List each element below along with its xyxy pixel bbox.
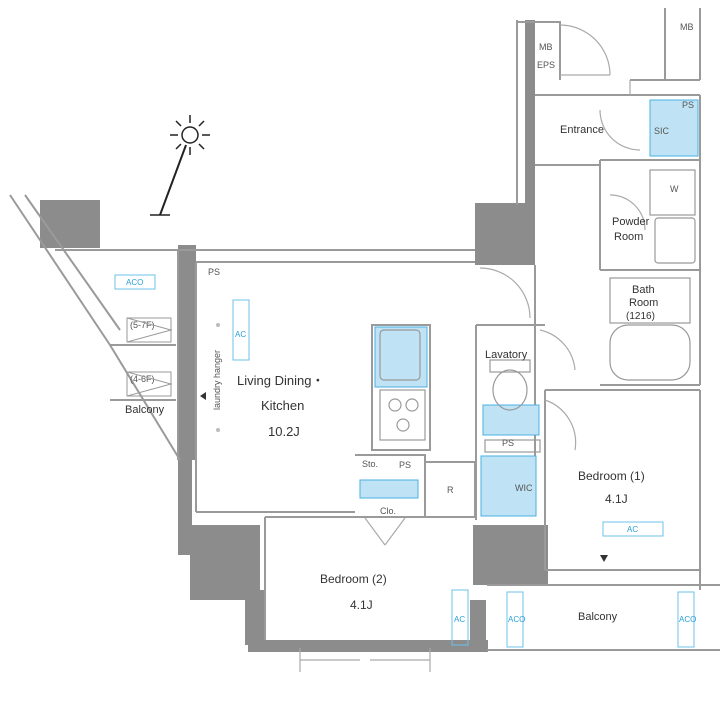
ps-ldk-tag: PS	[208, 267, 220, 277]
bedroom1-label: Bedroom (1)	[578, 469, 645, 483]
wic-closet	[480, 455, 537, 517]
bath-room-label-line1: Bath	[632, 284, 655, 296]
appliances	[379, 169, 696, 453]
sic-closet	[649, 99, 699, 157]
floor-range-a-tag: (5-7F)	[130, 320, 155, 330]
fixtures	[359, 99, 699, 517]
powder-room-label-line1: Powder	[612, 216, 650, 228]
aco-bottom-right-tag: ACO	[679, 615, 696, 624]
bath-room-size: (1216)	[626, 311, 655, 322]
w-tag: W	[670, 184, 679, 194]
sto-tag: Sto.	[362, 459, 378, 469]
ps-lavatory-tag: PS	[502, 438, 514, 448]
bedroom1-arrow-icon	[600, 555, 608, 562]
ac-boxes	[114, 274, 695, 648]
bedroom2-label: Bedroom (2)	[320, 572, 387, 586]
lavatory-label: Lavatory	[485, 349, 528, 361]
laundry-arrow-icon	[200, 392, 206, 400]
wic-tag: WIC	[515, 483, 533, 493]
balcony-left-label: Balcony	[125, 404, 165, 416]
mb-left-tag: MB	[539, 42, 553, 52]
door-swings	[299, 24, 646, 672]
ps-kitchen-tag: PS	[399, 460, 411, 470]
ldk-size: 10.2J	[268, 424, 300, 439]
bedroom2-size: 4.1J	[350, 598, 373, 612]
clo-tag: Clo.	[380, 506, 396, 516]
lavatory-basin	[482, 404, 540, 436]
mb-right-tag: MB	[680, 22, 694, 32]
eps-tag: EPS	[537, 60, 555, 70]
laundry-hanger-tag: laundry hanger	[212, 350, 222, 410]
powder-room-label-line2: Room	[614, 231, 643, 243]
aco-left-tag: ACO	[126, 278, 143, 287]
laundry-dots	[216, 323, 220, 432]
ac-ldk-tag: AC	[235, 330, 246, 339]
north-compass-icon	[150, 115, 210, 216]
ac-bed1-tag: AC	[627, 525, 638, 534]
balcony-bottom-label: Balcony	[578, 611, 618, 623]
bath-room-label-line2: Room	[629, 297, 658, 309]
sic-tag: SIC	[654, 126, 670, 136]
structural-walls	[40, 20, 548, 652]
ldk-label-line1: Living Dining・	[237, 373, 324, 388]
ac-bed2-tag: AC	[454, 615, 465, 624]
kitchen-storage	[359, 479, 419, 499]
floor-range-b-tag: (4-6F)	[130, 374, 155, 384]
bedroom1-size: 4.1J	[605, 492, 628, 506]
aco-bottom-left-tag: ACO	[508, 615, 525, 624]
ps-entrance-tag: PS	[682, 100, 694, 110]
vent-symbols	[126, 317, 173, 397]
kitchen-sink	[374, 326, 428, 388]
outline-walls	[9, 8, 720, 651]
r-tag: R	[447, 485, 454, 495]
ldk-label-line2: Kitchen	[261, 398, 304, 413]
entrance-label: Entrance	[560, 124, 604, 136]
